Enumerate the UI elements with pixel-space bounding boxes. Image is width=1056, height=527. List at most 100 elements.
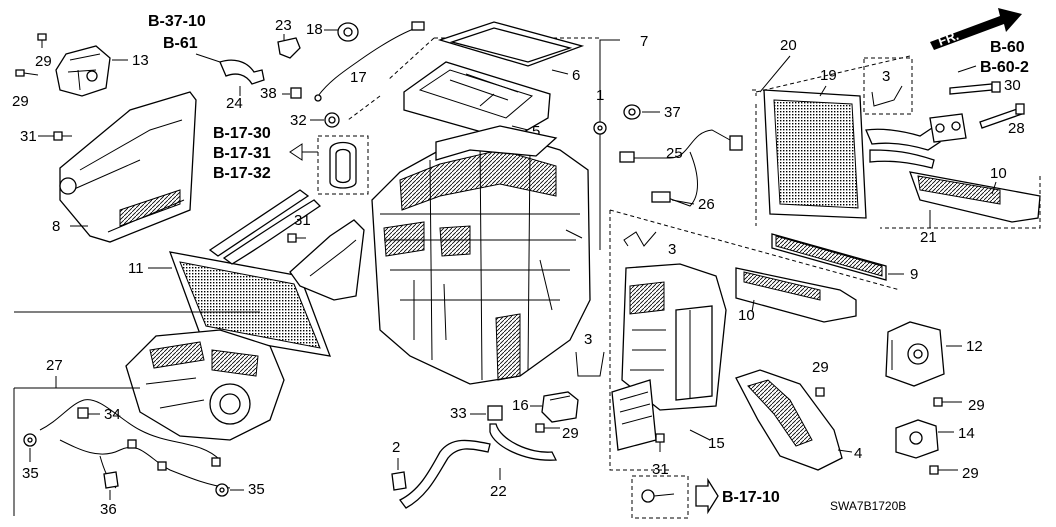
ref-b-60[interactable]: B-60 — [990, 39, 1025, 56]
group-27-bracket — [13, 376, 140, 516]
screw-29-b — [15, 69, 39, 77]
label-35-b[interactable]: 35 — [248, 481, 265, 498]
label-18[interactable]: 18 — [306, 21, 323, 38]
ref-b-61[interactable]: B-61 — [163, 35, 198, 52]
label-14[interactable]: 14 — [958, 425, 975, 442]
part-4-rear-duct — [735, 369, 843, 471]
label-38[interactable]: 38 — [260, 85, 277, 102]
part-10-cover-a — [735, 267, 857, 323]
ref-b-17-32[interactable]: B-17-32 — [213, 165, 271, 182]
part-2-clip — [391, 471, 407, 491]
label-22[interactable]: 22 — [490, 483, 507, 500]
label-9[interactable]: 9 — [910, 266, 918, 283]
part-18-grommet — [337, 22, 359, 42]
label-4[interactable]: 4 — [854, 445, 862, 462]
grommet-inset — [329, 141, 357, 189]
part-3-clip-c — [871, 85, 903, 107]
label-34[interactable]: 34 — [104, 406, 121, 423]
label-29-f[interactable]: 29 — [562, 425, 579, 442]
front-direction-arrow — [930, 8, 1022, 50]
label-10-b[interactable]: 10 — [738, 307, 755, 324]
label-37[interactable]: 37 — [664, 104, 681, 121]
part-37-nut — [623, 104, 641, 120]
screw-b-17-10 — [641, 489, 675, 503]
part-33-clamp — [487, 405, 503, 421]
label-31-c[interactable]: 31 — [652, 461, 669, 478]
label-12[interactable]: 12 — [966, 338, 983, 355]
label-6[interactable]: 6 — [572, 67, 580, 84]
screw-31-c — [655, 433, 665, 452]
ref-b-17-10-arrow — [695, 477, 719, 515]
label-26[interactable]: 26 — [698, 196, 715, 213]
label-21[interactable]: 21 — [920, 229, 937, 246]
part-15-evap-case — [621, 263, 727, 411]
label-36[interactable]: 36 — [100, 501, 117, 518]
label-28[interactable]: 28 — [1008, 120, 1025, 137]
label-7[interactable]: 7 — [640, 33, 648, 50]
part-24-hose — [219, 59, 265, 85]
part-28-bolt — [979, 103, 1025, 129]
leader-19 — [819, 85, 827, 97]
label-30[interactable]: 30 — [1004, 77, 1021, 94]
label-29-a[interactable]: 29 — [35, 53, 52, 70]
label-29-b[interactable]: 29 — [12, 93, 29, 110]
label-3-c[interactable]: 3 — [882, 68, 890, 85]
part-9-filter — [771, 233, 887, 281]
duct-piece-center — [289, 219, 365, 301]
label-23[interactable]: 23 — [275, 17, 292, 34]
label-29-e[interactable]: 29 — [812, 359, 829, 376]
part-3-clip-a — [575, 351, 605, 377]
label-24[interactable]: 24 — [226, 95, 243, 112]
leader-7 — [599, 39, 620, 250]
label-27[interactable]: 27 — [46, 357, 63, 374]
label-19[interactable]: 19 — [820, 67, 837, 84]
part-30-bolt — [949, 81, 1001, 95]
part-19-evaporator — [763, 89, 941, 219]
label-13[interactable]: 13 — [132, 52, 149, 69]
ref-b-17-10[interactable]: B-17-10 — [722, 489, 780, 506]
group-evap-right — [755, 55, 1041, 229]
part-34-clip — [77, 407, 89, 419]
label-17[interactable]: 17 — [350, 69, 367, 86]
label-31-b[interactable]: 31 — [294, 212, 311, 229]
part-35-clip-a — [23, 433, 37, 447]
label-3-a[interactable]: 3 — [584, 331, 592, 348]
part-35-clip-b — [215, 483, 229, 497]
part-13-actuator — [55, 45, 111, 97]
blower-assembly — [125, 329, 285, 441]
ref-b-17-30[interactable]: B-17-30 — [213, 125, 271, 142]
label-11[interactable]: 11 — [128, 260, 144, 277]
label-2[interactable]: 2 — [392, 439, 400, 456]
screw-29-c — [933, 397, 962, 407]
label-35-a[interactable]: 35 — [22, 465, 39, 482]
part-32-nut — [324, 112, 340, 128]
label-33[interactable]: 33 — [450, 405, 467, 422]
label-15[interactable]: 15 — [708, 435, 725, 452]
group-evap-left — [752, 89, 757, 226]
label-29-d[interactable]: 29 — [962, 465, 979, 482]
label-5[interactable]: 5 — [532, 123, 540, 140]
label-32[interactable]: 32 — [290, 112, 307, 129]
label-10-a[interactable]: 10 — [990, 165, 1007, 182]
label-1[interactable]: 1 — [596, 87, 604, 104]
label-3-b[interactable]: 3 — [668, 241, 676, 258]
label-29-c[interactable]: 29 — [968, 397, 985, 414]
ref-b-37-10[interactable]: B-37-10 — [148, 13, 206, 30]
part-16-resistor — [541, 391, 579, 423]
label-25[interactable]: 25 — [666, 145, 683, 162]
ref-b-60-2-leader — [957, 65, 977, 73]
clip-3-inset-box — [863, 57, 913, 115]
label-16[interactable]: 16 — [512, 397, 529, 414]
leader-10-a — [991, 181, 997, 195]
label-31-a[interactable]: 31 — [20, 128, 37, 145]
part-1-grommet — [593, 121, 607, 135]
label-20[interactable]: 20 — [780, 37, 797, 54]
ref-b-17-31[interactable]: B-17-31 — [213, 145, 271, 162]
screw-31-b — [287, 233, 306, 243]
label-8[interactable]: 8 — [52, 218, 60, 235]
ref-b-60-2[interactable]: B-60-2 — [980, 59, 1029, 76]
leader-15 — [689, 429, 711, 441]
leader-10-b — [751, 299, 755, 313]
group-15-line — [609, 209, 901, 471]
ref-b-17-10-box — [631, 475, 689, 519]
